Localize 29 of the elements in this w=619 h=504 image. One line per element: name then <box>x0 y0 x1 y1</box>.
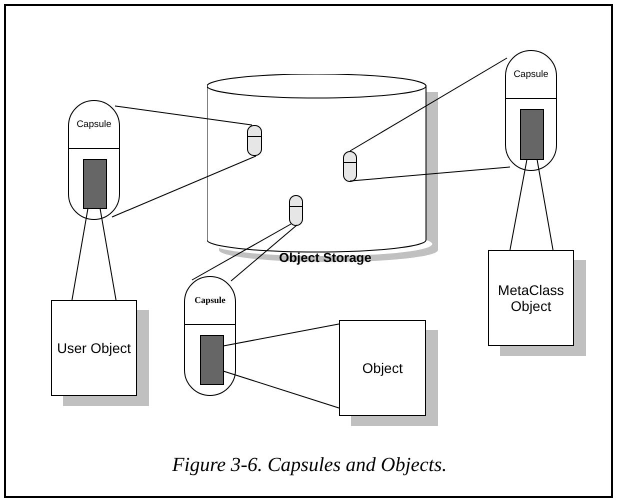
dark-rectangle <box>83 159 107 209</box>
capsule-label: Capsule <box>512 69 550 80</box>
storage-label: Object Storage <box>279 250 372 265</box>
connector-line <box>114 106 252 126</box>
connector-line <box>536 158 554 250</box>
connector-line <box>112 156 256 218</box>
dark-rectangle <box>520 109 544 160</box>
capsule <box>184 276 236 396</box>
connector-line <box>100 208 116 300</box>
capsule-label: Capsule <box>76 119 112 130</box>
figure-caption: Figure 3-6. Capsules and Objects. <box>171 454 448 477</box>
object-label: MetaClass Object <box>496 282 566 314</box>
capsule-label: Capsule <box>193 295 226 305</box>
connector-line <box>222 370 340 408</box>
small-capsule <box>289 195 303 226</box>
small-capsule <box>247 125 262 156</box>
object-label: User Object <box>56 340 132 356</box>
object-label: Object <box>361 360 404 376</box>
connector-line <box>350 58 508 152</box>
dark-rectangle <box>200 335 224 385</box>
connector-line <box>192 224 292 280</box>
connector-line <box>230 224 298 282</box>
small-capsule <box>343 151 357 182</box>
connector-line <box>222 324 340 346</box>
capsule <box>505 50 557 171</box>
connector-line <box>350 166 510 182</box>
connector-line <box>72 208 88 300</box>
connector-line <box>510 158 528 250</box>
capsule <box>68 100 120 220</box>
